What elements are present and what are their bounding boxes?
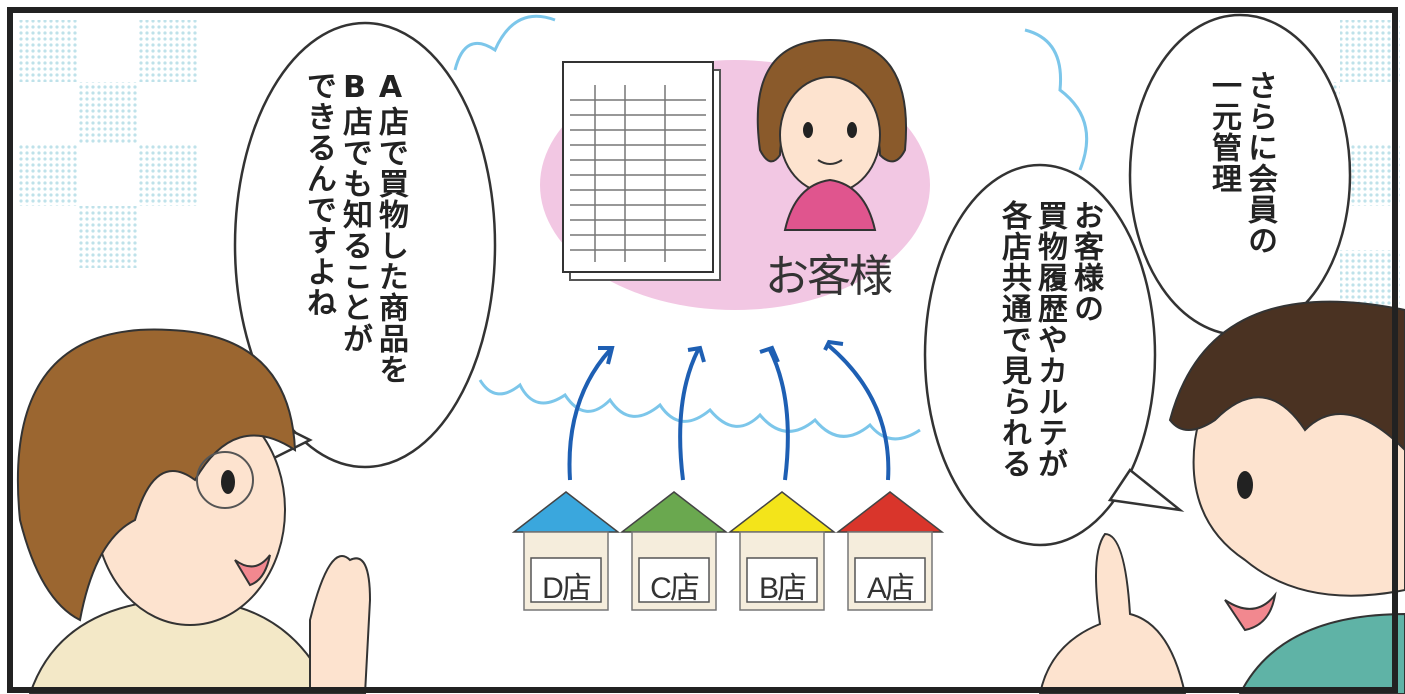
customer-label: お客様: [765, 251, 893, 302]
customer-record-document: [562, 61, 721, 281]
speech-bubble-left: [233, 21, 497, 469]
speech-bubble-right-mid: [923, 163, 1157, 547]
speech-text-right-top: さらに会員の 一元管理: [1206, 70, 1277, 256]
checker-pattern-left: [18, 20, 198, 268]
store-sign: [530, 557, 602, 603]
cloud-outline: [453, 14, 1089, 441]
panel-border: [7, 7, 1398, 693]
store-label-d: D店: [542, 572, 592, 605]
customer-figure: [756, 38, 907, 231]
store-sign: [638, 557, 710, 603]
store-houses: [511, 491, 945, 611]
store-roof: [511, 491, 621, 533]
store-roof: [727, 491, 837, 533]
speech-text-right-mid: お客様の 買物履歴やカルテが 各店共通で見られる: [996, 200, 1103, 479]
store-sign: [854, 557, 926, 603]
clerk-man-figure: [1038, 300, 1405, 694]
speech-text-left: A店で買物した商品を B店でも知ることが できるんですよね: [301, 70, 408, 385]
store-label-b: B店: [758, 572, 807, 605]
store-roof: [619, 491, 729, 533]
data-flow-arrows: [567, 339, 891, 481]
clerk-woman-figure: [16, 328, 372, 694]
store-sign: [746, 557, 818, 603]
store-roof: [835, 491, 945, 533]
store-label-a: A店: [866, 572, 915, 605]
store-label-c: C店: [650, 572, 700, 605]
